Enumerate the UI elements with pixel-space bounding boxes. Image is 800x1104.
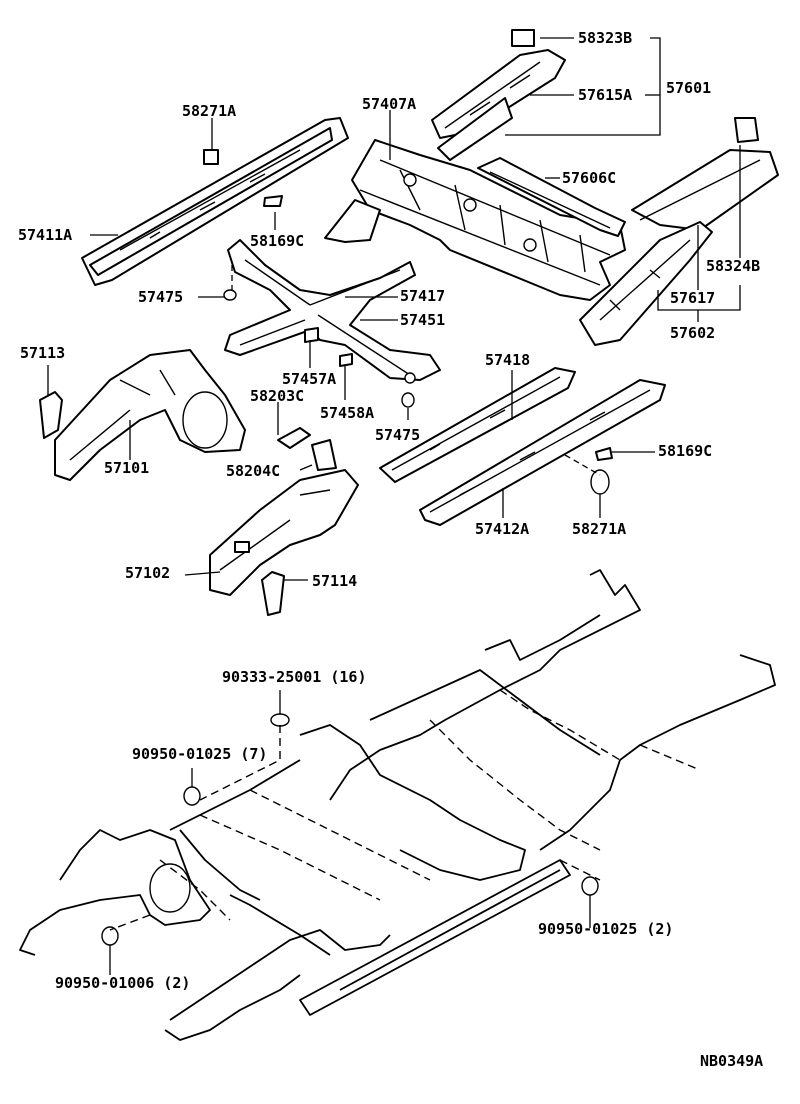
bracket-57114 — [261, 571, 285, 616]
apron-57101 — [54, 349, 246, 481]
label-57475-right: 57475 — [375, 426, 421, 444]
frame-assembly — [19, 569, 776, 1041]
label-90950-01006-2: 90950-01006 (2) — [55, 974, 191, 992]
rail-57617 — [579, 117, 779, 346]
label-57606C: 57606C — [562, 169, 617, 187]
label-57411A: 57411A — [18, 226, 73, 244]
label-58324B: 58324B — [706, 257, 761, 275]
label-57407A: 57407A — [362, 95, 417, 113]
label-57417: 57417 — [400, 287, 446, 305]
small-brackets — [223, 289, 613, 495]
label-58323B: 58323B — [578, 29, 633, 47]
rail-57411A — [81, 117, 349, 286]
label-58271A-top: 58271A — [182, 102, 237, 120]
label-58169C-right: 58169C — [658, 442, 713, 460]
label-90950-01025-7: 90950-01025 (7) — [132, 745, 268, 763]
label-57601: 57601 — [666, 79, 712, 97]
cross-member-57407A — [324, 139, 626, 301]
label-57451: 57451 — [400, 311, 446, 329]
rail-57615A — [431, 29, 566, 161]
label-58169C-top: 58169C — [250, 232, 305, 250]
label-58204C: 58204C — [226, 462, 281, 480]
label-57458A: 57458A — [320, 404, 375, 422]
label-57475-left: 57475 — [138, 288, 184, 306]
label-90333-25001: 90333-25001 (16) — [222, 668, 367, 686]
label-57101: 57101 — [104, 459, 150, 477]
label-58271A-right: 58271A — [572, 520, 627, 538]
label-57114: 57114 — [312, 572, 358, 590]
label-57615A: 57615A — [578, 86, 633, 104]
label-57418: 57418 — [485, 351, 531, 369]
label-57113: 57113 — [20, 344, 66, 362]
label-57457A: 57457A — [282, 370, 337, 388]
label-57102: 57102 — [125, 564, 171, 582]
label-58203C: 58203C — [250, 387, 305, 405]
bracket-57113 — [39, 391, 63, 439]
rail-57412A — [419, 379, 666, 526]
rail-57418 — [379, 367, 576, 483]
cross-member-57451 — [224, 239, 441, 384]
label-90950-01025-2: 90950-01025 (2) — [538, 920, 674, 938]
figure-code: NB0349A — [700, 1052, 764, 1070]
label-57412A: 57412A — [475, 520, 530, 538]
label-57602: 57602 — [670, 324, 716, 342]
label-57617: 57617 — [670, 289, 716, 307]
leader-lines — [47, 37, 741, 975]
apron-57102 — [209, 469, 359, 596]
